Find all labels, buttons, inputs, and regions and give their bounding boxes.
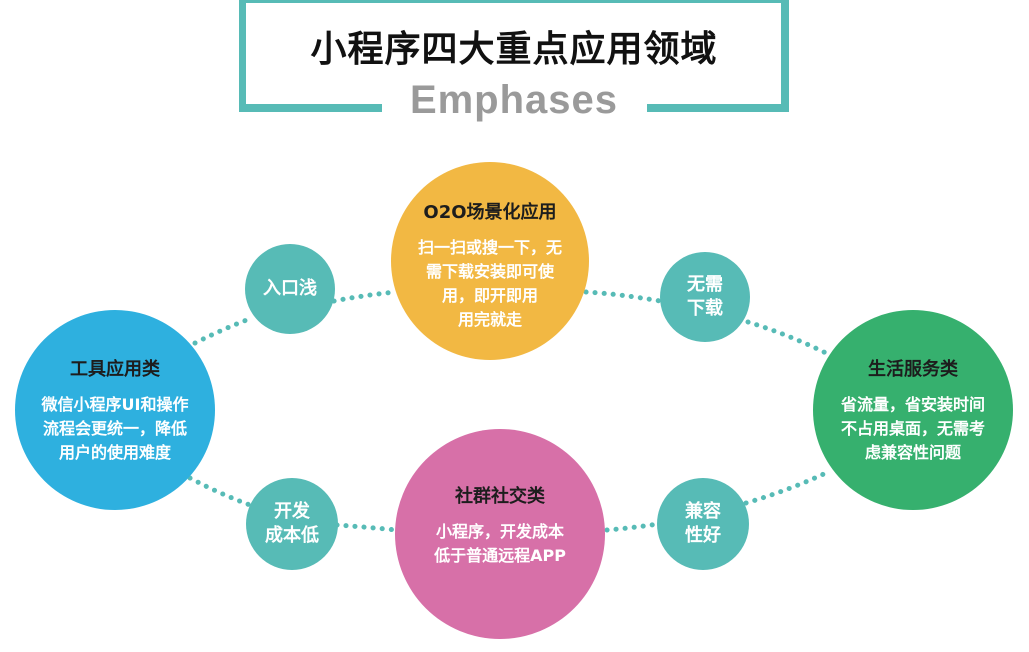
- feature-shallow-entry-label: 入口浅: [263, 278, 317, 299]
- connector-social-to-compat: [604, 521, 661, 533]
- connector-cost-to-social: [334, 522, 399, 533]
- feature-low-cost: 开发 成本低: [246, 478, 338, 570]
- feature-no-download-label: 无需 下载: [687, 274, 723, 319]
- area-social: 社群社交类 小程序，开发成本 低于普通远程APP: [395, 429, 605, 639]
- frame-border-right: [781, 0, 789, 112]
- area-tool-body: 微信小程序UI和操作 流程会更统一，降低 用户的使用难度: [41, 395, 189, 462]
- area-social-body: 小程序，开发成本 低于普通远程APP: [434, 522, 566, 565]
- connector-download-to-life: [745, 319, 833, 358]
- frame-border-bottom-right: [647, 104, 789, 112]
- feature-low-cost-label: 开发 成本低: [265, 501, 319, 546]
- frame-border-bottom-left: [239, 104, 382, 112]
- area-tool: 工具应用类 微信小程序UI和操作 流程会更统一，降低 用户的使用难度: [15, 310, 215, 510]
- area-social-title: 社群社交类: [455, 486, 545, 507]
- connector-entry-to-o2o: [331, 289, 399, 304]
- area-tool-title: 工具应用类: [70, 359, 160, 380]
- page-subtitle: Emphases: [409, 78, 619, 122]
- connector-compat-to-life: [743, 469, 831, 506]
- frame-border-left: [239, 0, 246, 112]
- area-life-body: 省流量，省安装时间 不占用桌面，无需考 虑兼容性问题: [840, 395, 985, 462]
- area-o2o-title: O2O场景化应用: [423, 202, 557, 223]
- area-life: 生活服务类 省流量，省安装时间 不占用桌面，无需考 虑兼容性问题: [813, 310, 1013, 510]
- feature-no-download: 无需 下载: [660, 252, 750, 342]
- connector-o2o-to-download: [583, 289, 663, 304]
- connector-tool-to-cost: [187, 475, 253, 508]
- title-frame: 小程序四大重点应用领域 Emphases: [239, 0, 789, 122]
- area-o2o-body: 扫一扫或搜一下，无 需下载安装即可使 用，即开即用 用完就走: [417, 238, 562, 329]
- area-life-title: 生活服务类: [868, 359, 958, 380]
- feature-shallow-entry: 入口浅: [245, 244, 335, 334]
- connector-tool-to-entry: [192, 315, 255, 346]
- feature-compatibility: 兼容 性好: [657, 478, 749, 570]
- feature-compatibility-label: 兼容 性好: [685, 501, 721, 546]
- area-o2o: O2O场景化应用 扫一扫或搜一下，无 需下载安装即可使 用，即开即用 用完就走: [391, 162, 589, 360]
- frame-border-top: [239, 0, 789, 3]
- page-title: 小程序四大重点应用领域: [310, 29, 718, 70]
